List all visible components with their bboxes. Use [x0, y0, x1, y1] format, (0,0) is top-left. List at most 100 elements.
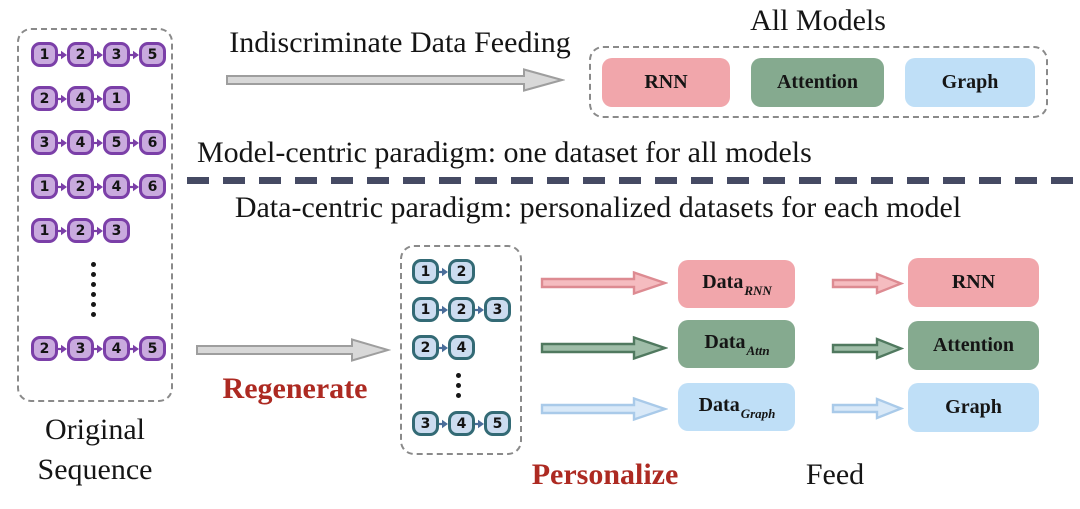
feed-arrow-attn	[831, 337, 904, 360]
sequence-node: 3	[31, 130, 58, 155]
sequence-node: 3	[103, 42, 130, 67]
node-connector-arrow	[94, 138, 103, 147]
node-connector-arrow	[58, 50, 67, 59]
vertical-ellipsis	[455, 373, 461, 398]
original-sequence-label: Original Sequence	[9, 410, 181, 489]
personalize-arrow-attn	[540, 335, 668, 361]
sequence-node: 4	[103, 174, 130, 199]
sequence-node: 1	[412, 297, 439, 322]
regenerate-arrow	[196, 338, 391, 362]
sequence-node: 4	[448, 411, 475, 436]
sequence-node: 3	[412, 411, 439, 436]
sequence-node: 5	[139, 42, 166, 67]
sequence-node: 2	[448, 297, 475, 322]
sequence-node: 2	[448, 259, 475, 284]
node-connector-arrow	[439, 343, 448, 352]
model-box-label: RNN	[951, 271, 996, 293]
data-centric-paradigm-label: Data-centric paradigm: personalized data…	[234, 191, 962, 224]
sequence-node: 2	[31, 86, 58, 111]
original-label-line1: Original	[45, 413, 145, 446]
model-box-label: Attention	[932, 334, 1015, 356]
indiscriminate-feeding-label: Indiscriminate Data Feeding	[229, 26, 571, 59]
node-connector-arrow	[130, 344, 139, 353]
model-box-attention-top: Attention	[751, 57, 884, 107]
model-box-attention: Attention	[908, 321, 1039, 370]
data-box-label: DataRNN	[702, 271, 772, 298]
sequence-node: 1	[31, 174, 58, 199]
feed-arrow-graph	[831, 397, 904, 420]
node-connector-arrow	[439, 305, 448, 314]
model-box-label: Graph	[941, 70, 999, 93]
sequence-node: 1	[31, 218, 58, 243]
node-connector-arrow	[58, 94, 67, 103]
sequence-node: 4	[103, 336, 130, 361]
sequence-node: 2	[67, 42, 94, 67]
model-box-label: RNN	[644, 70, 688, 93]
sequence-node: 2	[67, 174, 94, 199]
all-models-label: All Models	[750, 4, 886, 37]
model-box-rnn-top: RNN	[602, 57, 730, 107]
sequence-node: 2	[412, 335, 439, 360]
sequence-node: 6	[139, 174, 166, 199]
node-connector-arrow	[58, 182, 67, 191]
data-box-graph: DataGraph	[678, 383, 795, 431]
node-connector-arrow	[475, 419, 484, 428]
sequence-node: 2	[67, 218, 94, 243]
model-centric-paradigm-label: Model-centric paradigm: one dataset for …	[197, 136, 812, 169]
paradigm-divider	[187, 177, 1080, 184]
node-connector-arrow	[94, 94, 103, 103]
node-connector-arrow	[475, 305, 484, 314]
data-box-label: DataGraph	[698, 394, 776, 421]
node-connector-arrow	[130, 138, 139, 147]
node-connector-arrow	[94, 50, 103, 59]
node-connector-arrow	[58, 138, 67, 147]
sequence-node: 3	[67, 336, 94, 361]
sequence-node: 2	[31, 336, 58, 361]
sequence-node: 1	[31, 42, 58, 67]
model-box-rnn: RNN	[908, 258, 1039, 307]
personalize-label: Personalize	[531, 458, 679, 491]
sequence-node: 4	[67, 130, 94, 155]
original-label-line2: Sequence	[37, 452, 153, 486]
node-connector-arrow	[94, 226, 103, 235]
sequence-node: 6	[139, 130, 166, 155]
node-connector-arrow	[439, 419, 448, 428]
sequence-node: 3	[103, 218, 130, 243]
sequence-node: 5	[103, 130, 130, 155]
sequence-node: 1	[103, 86, 130, 111]
model-box-graph: Graph	[908, 383, 1039, 432]
model-box-label: Graph	[945, 396, 1002, 418]
feed-label: Feed	[805, 458, 865, 491]
vertical-ellipsis	[90, 262, 96, 317]
data-box-attn: DataAttn	[678, 320, 795, 368]
sequence-node: 5	[139, 336, 166, 361]
personalize-arrow-graph	[540, 396, 668, 422]
indiscriminate-feeding-arrow	[226, 68, 565, 92]
all-models-box: RNN Attention Graph	[589, 46, 1048, 118]
personalize-arrow-rnn	[540, 270, 668, 296]
node-connector-arrow	[58, 226, 67, 235]
sequence-node: 4	[67, 86, 94, 111]
data-box-rnn: DataRNN	[678, 260, 795, 308]
data-box-label: DataAttn	[704, 331, 770, 358]
sequence-node: 1	[412, 259, 439, 284]
sequence-node: 5	[484, 411, 511, 436]
node-connector-arrow	[58, 344, 67, 353]
regenerate-label: Regenerate	[222, 372, 368, 405]
node-connector-arrow	[94, 182, 103, 191]
node-connector-arrow	[130, 182, 139, 191]
sequence-node: 3	[484, 297, 511, 322]
feed-arrow-rnn	[831, 272, 904, 295]
node-connector-arrow	[94, 344, 103, 353]
